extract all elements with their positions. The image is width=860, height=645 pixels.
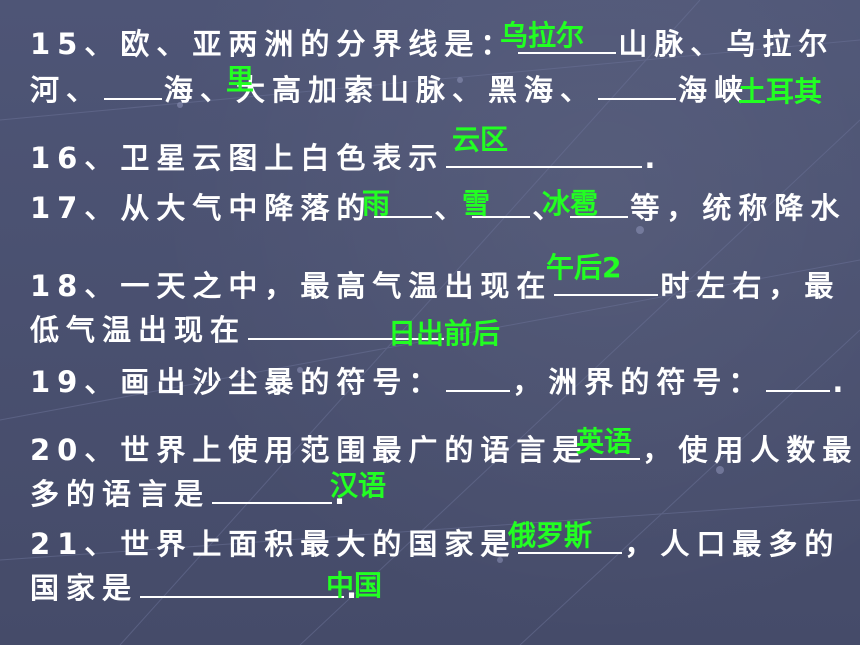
- q17-line: 17、从大气中降落的 、 、 等，统称降水: [30, 188, 847, 225]
- q16-text: 16、卫星云图上白色表示: [30, 141, 445, 175]
- q18-answer-1: 午后2: [546, 251, 622, 284]
- q15-answer-2: 里: [226, 63, 255, 96]
- q20-text: 20、世界上使用范围最广的语言是: [30, 433, 589, 467]
- q15-blank-2[interactable]: [104, 70, 163, 100]
- q18-line1-end: 时左右，最: [660, 269, 841, 303]
- q19-line: 19、画出沙尘暴的符号： ，洲界的符号：.: [30, 362, 851, 399]
- q17-blank-1[interactable]: [374, 188, 433, 218]
- q17-answer-3: 冰雹: [542, 187, 599, 220]
- q18-text: 18、一天之中，最高气温出现在: [30, 269, 553, 303]
- q21-line2-text: 国家是: [30, 571, 139, 605]
- q17-answer-2: 雪: [462, 187, 491, 220]
- q20-blank-1[interactable]: [590, 430, 641, 460]
- q21-text: 21、世界上面积最大的国家是: [30, 527, 517, 561]
- q21-line-2: 国家是.: [30, 568, 365, 605]
- q18-blank-2[interactable]: [248, 310, 445, 340]
- q20-blank-2[interactable]: [212, 474, 333, 504]
- q17-text: 17、从大气中降落的: [30, 191, 373, 225]
- q19-text: 19、画出沙尘暴的符号：: [30, 365, 445, 399]
- q15-line-2: 河、 海、大高加索山脉、黑海、 海峡: [30, 70, 751, 107]
- q18-blank-1[interactable]: [554, 266, 659, 296]
- q15-answer-1: 乌拉尔: [500, 19, 585, 52]
- q15-blank-3[interactable]: [598, 70, 677, 100]
- q20-line-1: 20、世界上使用范围最广的语言是 ，使用人数最: [30, 430, 859, 467]
- q17-end: 等，统称降水: [630, 191, 847, 225]
- q18-line-1: 18、一天之中，最高气温出现在 时左右，最: [30, 266, 841, 303]
- q19-end: .: [832, 365, 851, 399]
- q16-line: 16、卫星云图上白色表示.: [30, 138, 663, 175]
- q16-blank[interactable]: [446, 138, 643, 168]
- q21-line1-end: ，人口最多的: [624, 527, 841, 561]
- q19-blank-1[interactable]: [446, 362, 511, 392]
- q17-sep-2: 、: [532, 191, 569, 225]
- q17-answer-1: 雨: [362, 187, 391, 220]
- q21-answer-2: 中国: [326, 569, 383, 602]
- q17-blank-3[interactable]: [570, 188, 629, 218]
- q21-line-1: 21、世界上面积最大的国家是 ，人口最多的: [30, 524, 841, 561]
- q15-answer-3: 土耳其: [738, 75, 823, 108]
- q15-blank-1[interactable]: [518, 24, 617, 54]
- q16-end: .: [644, 141, 663, 175]
- q15-line-1: 15、欧、亚两洲的分界线是： 山脉、乌拉尔: [30, 24, 835, 61]
- q15-line2-end: 海峡: [678, 73, 751, 107]
- q18-line-2: 低气温出现在: [30, 310, 446, 347]
- q21-answer-1: 俄罗斯: [508, 519, 593, 552]
- q20-line1-end: ，使用人数最: [642, 433, 859, 467]
- q16-answer: 云区: [452, 123, 509, 156]
- q17-blank-2[interactable]: [472, 188, 531, 218]
- q20-line-2: 多的语言是.: [30, 474, 353, 511]
- q19-mid: ，洲界的符号：: [512, 365, 765, 399]
- q15-line2-mid1: 海、: [164, 73, 237, 107]
- q20-answer-1: 英语: [576, 425, 633, 458]
- q19-blank-2[interactable]: [766, 362, 831, 392]
- q15-line2-mid2: 大高加索山脉、黑海、: [236, 73, 597, 107]
- q20-answer-2: 汉语: [330, 469, 387, 502]
- q21-line2-end: .: [346, 571, 365, 605]
- q18-line2-text: 低气温出现在: [30, 313, 247, 347]
- q20-line2-text: 多的语言是: [30, 477, 211, 511]
- q15-line2-start: 河、: [30, 73, 103, 107]
- q18-answer-2: 日出前后: [388, 317, 501, 350]
- q20-line2-end: .: [334, 477, 353, 511]
- q21-blank-1[interactable]: [518, 524, 623, 554]
- q15-after-text: 山脉、乌拉尔: [618, 27, 835, 61]
- q15-text: 15、欧、亚两洲的分界线是：: [30, 27, 517, 61]
- q17-sep-1: 、: [434, 191, 471, 225]
- q21-blank-2[interactable]: [140, 568, 345, 598]
